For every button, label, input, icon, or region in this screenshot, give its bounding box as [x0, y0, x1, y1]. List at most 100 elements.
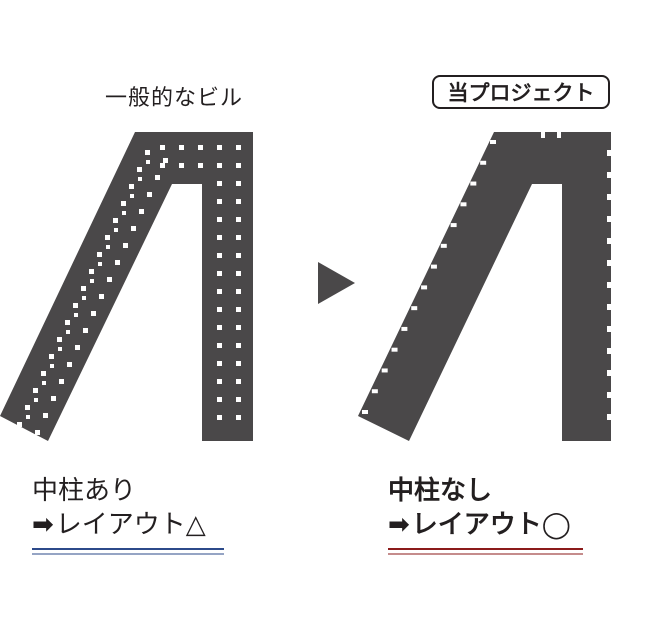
column-dot [89, 269, 94, 274]
column-dot [217, 325, 222, 330]
column-dot [217, 397, 222, 402]
column-dot [236, 217, 241, 222]
project-underline-2 [388, 553, 583, 555]
column-dot [50, 364, 54, 368]
column-dot [163, 158, 168, 163]
typical-caption-line1: 中柱あり [32, 476, 137, 506]
column-dot [179, 163, 184, 168]
column-dot [74, 313, 78, 317]
column-dot [107, 277, 112, 282]
project-building-silhouette [358, 132, 611, 441]
column-dot [26, 415, 30, 419]
column-dot [81, 286, 86, 291]
column-dot [198, 145, 203, 150]
typical-caption: 中柱あり ➡レイアウト△ [32, 474, 206, 542]
perimeter-notch [470, 181, 477, 186]
perimeter-notch [607, 172, 611, 178]
column-dot [217, 343, 222, 348]
column-dot [236, 397, 241, 402]
perimeter-notch [391, 347, 398, 352]
perimeter-notch [421, 285, 428, 290]
column-dot [236, 307, 241, 312]
column-dot [51, 396, 56, 401]
column-dot [17, 422, 22, 427]
arrow-right-icon: ➡ [32, 510, 54, 540]
column-dot [59, 379, 64, 384]
perimeter-notch [607, 260, 611, 266]
column-dot [155, 175, 160, 180]
column-dot [217, 199, 222, 204]
perimeter-notch [607, 392, 611, 398]
perimeter-notch [557, 132, 561, 138]
column-dot [123, 243, 128, 248]
column-dot [217, 217, 222, 222]
perimeter-notch [541, 132, 545, 138]
perimeter-notch [450, 223, 457, 228]
column-dot [145, 150, 150, 155]
column-dot [131, 226, 136, 231]
column-dot [217, 271, 222, 276]
column-dot [217, 289, 222, 294]
perimeter-notch [460, 202, 467, 207]
typical-underline-2 [32, 553, 224, 555]
column-dot [217, 253, 222, 258]
column-dot [236, 343, 241, 348]
column-dot [82, 296, 86, 300]
column-dot [18, 432, 22, 436]
column-dot [25, 405, 30, 410]
column-dot [57, 337, 62, 342]
column-dot [41, 371, 46, 376]
column-dot [217, 235, 222, 240]
column-dot [147, 192, 152, 197]
project-badge-label: 当プロジェクト [447, 81, 595, 105]
perimeter-notch [411, 306, 418, 311]
column-dot [35, 430, 40, 435]
perimeter-notch [362, 410, 368, 414]
column-dot [139, 209, 144, 214]
column-dot [121, 201, 126, 206]
column-dot [146, 160, 150, 164]
column-dot [236, 361, 241, 366]
column-dot [160, 145, 165, 150]
perimeter-notches [362, 132, 611, 420]
column-dot [236, 379, 241, 384]
column-dots [17, 145, 241, 436]
column-dot [138, 177, 142, 181]
column-dot [114, 228, 118, 232]
perimeter-notch [607, 216, 611, 222]
perimeter-notch [430, 264, 437, 269]
column-dot [97, 252, 102, 257]
column-dot [236, 289, 241, 294]
perimeter-notch [401, 326, 408, 331]
column-dot [98, 262, 102, 266]
column-dot [130, 194, 134, 198]
column-dot [160, 163, 165, 168]
column-dot [236, 325, 241, 330]
column-dot [129, 184, 134, 189]
project-caption: 中柱なし ➡レイアウト◯ [388, 474, 571, 542]
perimeter-notch [607, 326, 611, 332]
column-dot [236, 145, 241, 150]
project-caption-line2: ➡レイアウト◯ [388, 508, 571, 542]
arrow-right-icon: ➡ [388, 510, 410, 540]
perimeter-notch [381, 368, 388, 373]
project-badge: 当プロジェクト [432, 75, 610, 109]
perimeter-notch [371, 389, 378, 394]
perimeter-notch [607, 414, 611, 420]
perimeter-notch [607, 348, 611, 354]
typical-caption-line2: ➡レイアウト△ [32, 508, 206, 542]
column-dot [113, 218, 118, 223]
column-dot [236, 199, 241, 204]
column-dot [236, 163, 241, 168]
perimeter-notch [607, 304, 611, 310]
column-dot [33, 388, 38, 393]
typical-underline [32, 548, 224, 550]
column-dot [122, 211, 126, 215]
project-caption-layout: レイアウト◯ [411, 510, 571, 540]
column-dot [236, 253, 241, 258]
perimeter-notch [490, 140, 496, 144]
column-dot [83, 328, 88, 333]
column-dot [65, 320, 70, 325]
perimeter-notch [480, 160, 487, 165]
